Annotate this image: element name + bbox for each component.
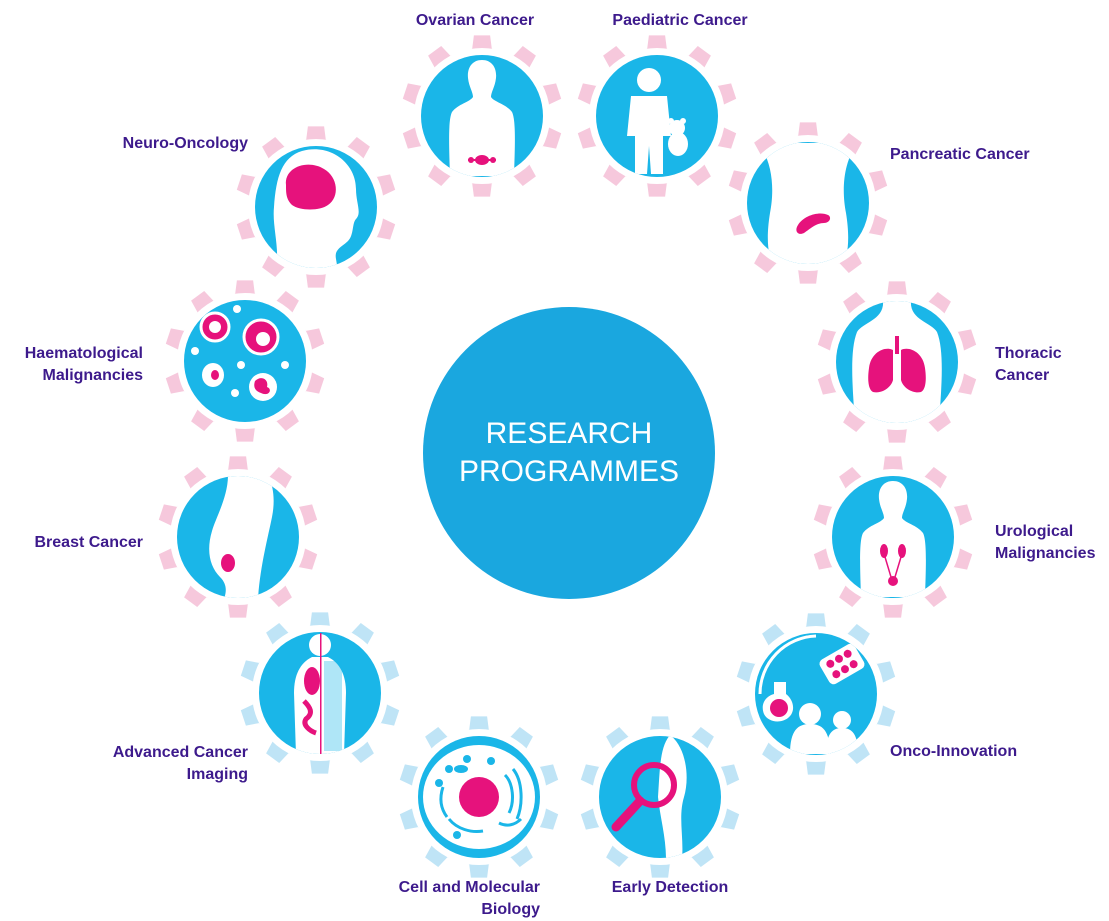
label-line: Malignancies xyxy=(995,545,1096,562)
label-line: Paediatric Cancer xyxy=(612,12,748,29)
programme-advanced-imaging[interactable] xyxy=(240,612,400,774)
programme-early-detection[interactable] xyxy=(580,716,740,878)
label-thoracic[interactable]: Thoracic Cancer xyxy=(995,343,1095,387)
programme-breast[interactable] xyxy=(158,456,318,618)
hub-title-line-2: PROGRAMMES xyxy=(458,455,680,488)
label-ovarian[interactable]: Ovarian Cancer xyxy=(395,10,555,32)
label-line: Neuro-Oncology xyxy=(122,135,248,152)
child-with-teddy-icon xyxy=(627,68,688,174)
female-body-ovaries-icon xyxy=(449,60,515,176)
label-line: Biology xyxy=(481,901,540,918)
label-line: Breast Cancer xyxy=(34,534,144,551)
central-hub-title: RESEARCH PROGRAMMES xyxy=(424,308,714,598)
programme-pancreatic[interactable] xyxy=(728,122,888,284)
label-line: Cancer xyxy=(995,367,1050,384)
label-cell-molecular[interactable]: Cell and Molecular Biology xyxy=(340,877,540,921)
lungs-icon xyxy=(852,301,942,423)
label-line: Onco-Innovation xyxy=(890,743,1018,760)
label-breast[interactable]: Breast Cancer xyxy=(0,532,144,554)
label-line: Imaging xyxy=(186,766,248,783)
label-line: Urological xyxy=(995,523,1074,540)
label-line: Haematological xyxy=(24,345,143,362)
head-brain-icon xyxy=(273,149,359,268)
label-neuro-oncology[interactable]: Neuro-Oncology xyxy=(40,133,248,155)
label-onco-innovation[interactable]: Onco-Innovation xyxy=(890,741,1090,763)
label-line: Pancreatic Cancer xyxy=(890,146,1030,163)
label-line: Cell and Molecular xyxy=(398,879,540,896)
label-line: Thoracic xyxy=(995,345,1062,362)
label-early-detection[interactable]: Early Detection xyxy=(585,877,755,899)
label-advanced-imaging[interactable]: Advanced Cancer Imaging xyxy=(40,742,248,786)
label-urological[interactable]: Urological Malignancies xyxy=(995,521,1109,565)
body-kidneys-icon xyxy=(860,481,926,597)
cell-icon xyxy=(423,745,535,849)
programme-urological[interactable] xyxy=(813,456,973,618)
programme-onco-innovation[interactable] xyxy=(736,613,896,775)
label-line: Ovarian Cancer xyxy=(415,12,535,29)
blood-cells-icon xyxy=(191,305,289,401)
breast-profile-icon xyxy=(209,476,274,598)
programme-haematological[interactable] xyxy=(165,280,325,442)
label-line: Early Detection xyxy=(611,879,729,896)
hub-title-line-1: RESEARCH xyxy=(485,417,653,450)
programme-paediatric[interactable] xyxy=(577,35,737,197)
label-paediatric[interactable]: Paediatric Cancer xyxy=(590,10,770,32)
programme-cell-molecular[interactable] xyxy=(399,716,559,878)
programme-thoracic[interactable] xyxy=(817,281,977,443)
central-hub xyxy=(423,307,715,599)
body-scan-icon xyxy=(294,633,346,754)
magnifying-glass-body-icon xyxy=(611,736,687,858)
label-haematological[interactable]: Haematological Malignancies xyxy=(0,343,143,387)
flask-pills-people-icon xyxy=(758,634,865,754)
label-pancreatic[interactable]: Pancreatic Cancer xyxy=(890,144,1090,166)
label-line: Advanced Cancer xyxy=(112,744,248,761)
programme-ovarian[interactable] xyxy=(402,35,562,197)
label-line: Malignancies xyxy=(42,367,143,384)
programme-neuro-oncology[interactable] xyxy=(236,126,396,288)
torso-pancreas-icon xyxy=(758,143,858,264)
